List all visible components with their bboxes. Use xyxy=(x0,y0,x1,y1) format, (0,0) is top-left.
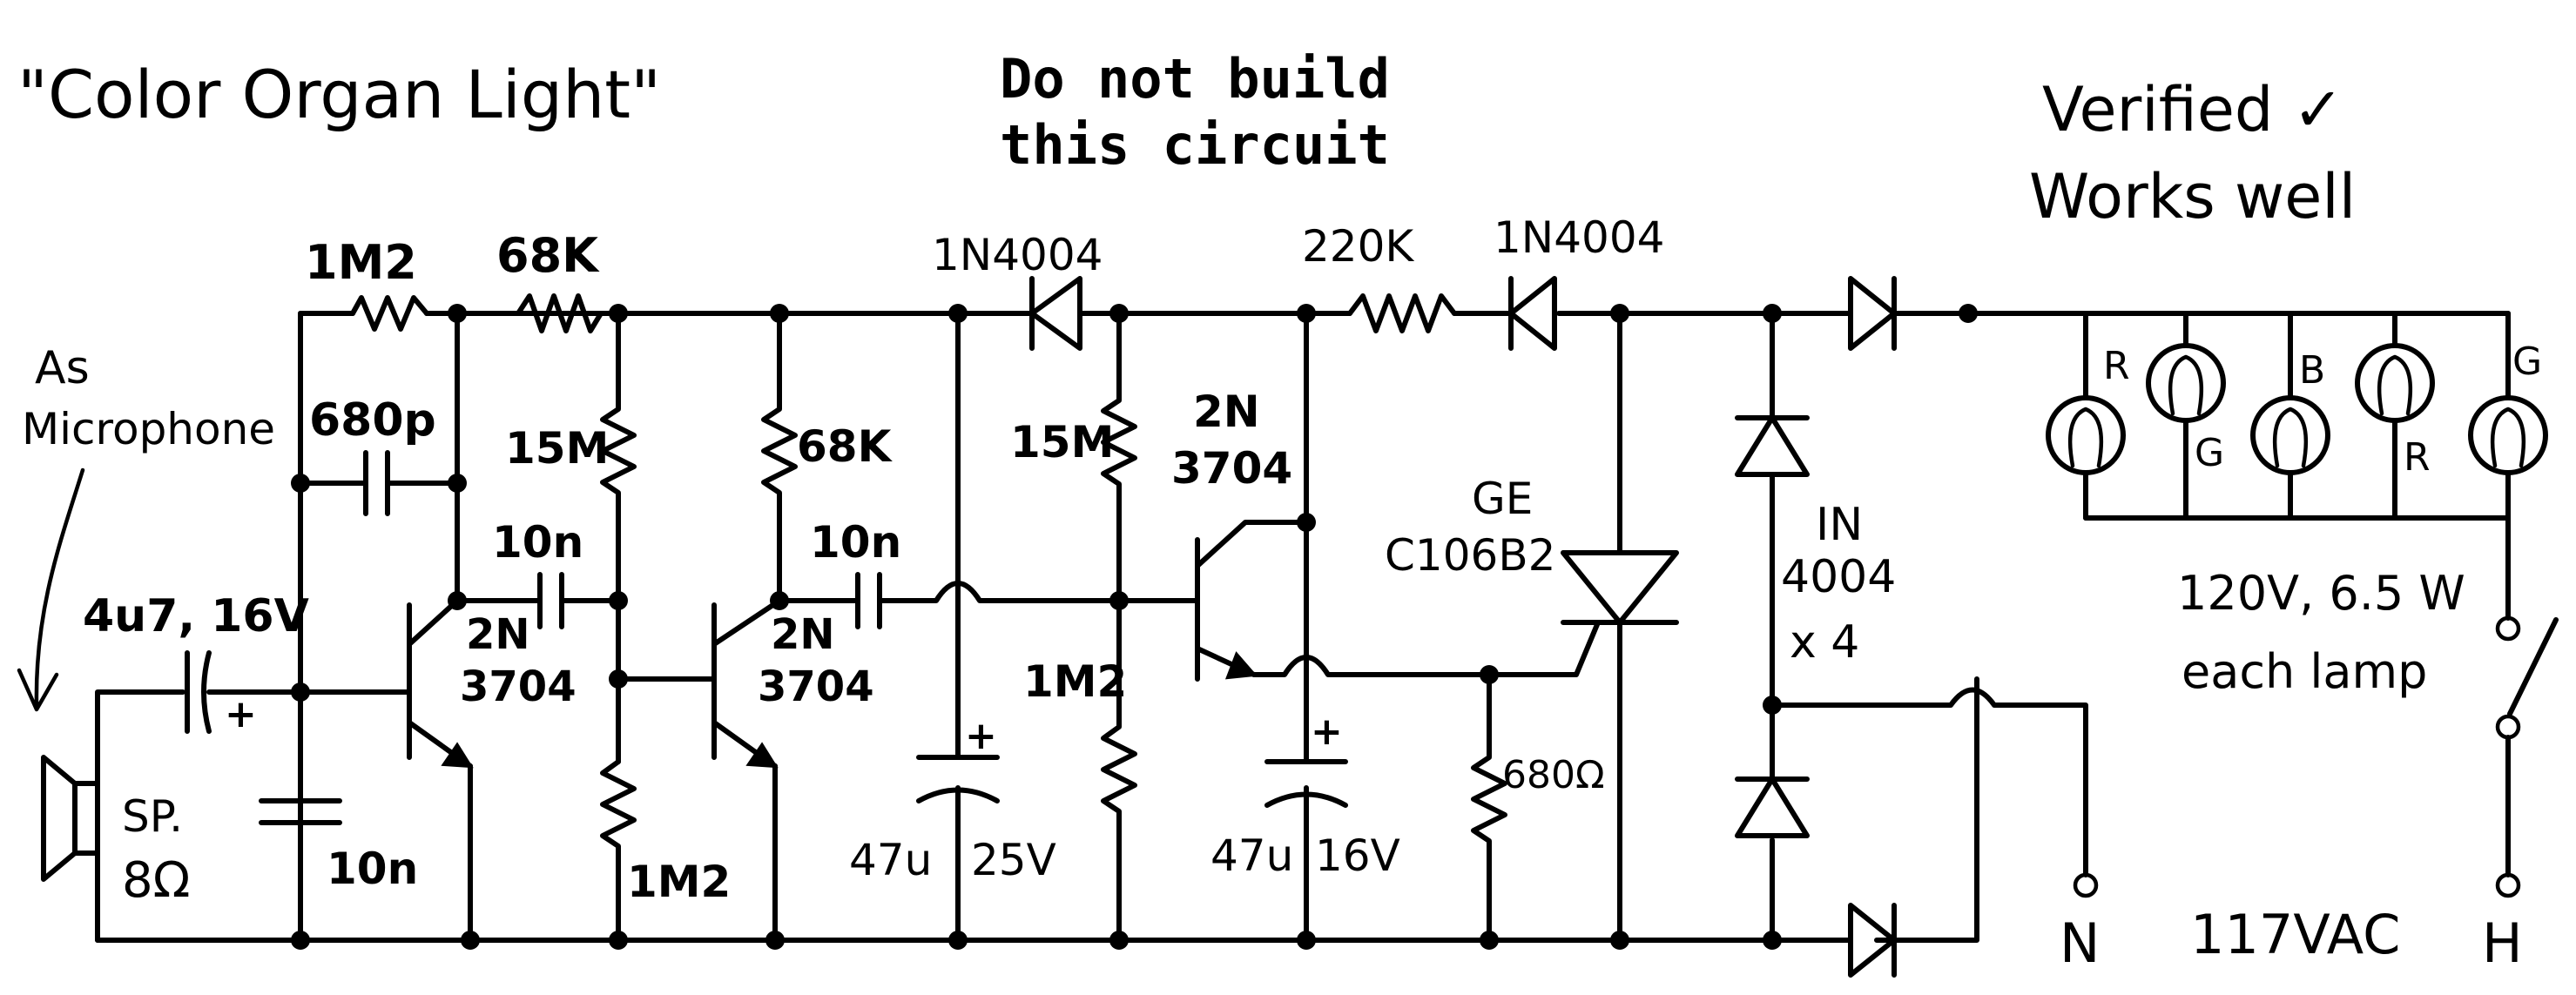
label-diode-1n4004-b: 1N4004 xyxy=(1494,212,1664,263)
label-lamp-r2: R xyxy=(2404,435,2431,480)
label-mains-n: N xyxy=(2060,911,2100,975)
ground-rail xyxy=(95,676,1979,943)
label-lamp-rating-1: 120V, 6.5 W xyxy=(2177,566,2465,621)
capacitor-47u-a xyxy=(916,755,1000,803)
label-capacitor-10n-a: 10n xyxy=(492,517,583,568)
speaker-symbol xyxy=(41,755,100,882)
label-lamp-r1: R xyxy=(2103,344,2130,388)
label-q2-b: 3704 xyxy=(758,662,874,711)
resistor-15m-b xyxy=(1101,311,1137,603)
label-diode-1n4004-a: 1N4004 xyxy=(932,230,1103,280)
lamp-b xyxy=(2250,311,2330,521)
label-capacitor-25v: 25V xyxy=(971,835,1056,885)
label-mains-voltage: 117VAC xyxy=(2190,903,2400,966)
lamp-g1 xyxy=(2146,311,2226,521)
label-resistor-15m-a: 15M xyxy=(505,423,609,474)
lamp-g2 xyxy=(2468,311,2548,521)
diagram-title: "Color Organ Light" xyxy=(17,56,661,133)
lamp-r1 xyxy=(2046,311,2126,521)
label-bridge-1: IN xyxy=(1816,499,1863,551)
label-mic-2: Microphone xyxy=(22,404,275,454)
label-input-cap-plus: + xyxy=(225,692,257,736)
transistor-q1 xyxy=(298,598,474,943)
label-capacitor-47u-a-plus: + xyxy=(965,714,997,758)
speaker-wire xyxy=(95,689,185,943)
lamp-r2 xyxy=(2355,311,2435,521)
diode-1n4004-a xyxy=(1016,276,1113,351)
label-q2-a: 2N xyxy=(771,610,835,659)
label-bridge-2: 4004 xyxy=(1781,551,1896,603)
verified-note-line-1: Verified ✓ xyxy=(2042,74,2343,145)
capacitor-10n-b xyxy=(777,572,1126,629)
resistor-220k xyxy=(1347,293,1457,333)
label-mic-1: As xyxy=(35,342,90,394)
warning-line-2: this circuit xyxy=(1000,113,1390,177)
label-scr-part: C106B2 xyxy=(1385,530,1555,581)
label-q1-b: 3704 xyxy=(460,662,577,711)
resistor-68k-b xyxy=(761,311,798,603)
label-q3-a: 2N xyxy=(1193,387,1260,437)
label-q1-a: 2N xyxy=(466,610,530,659)
label-lamp-rating-2: each lamp xyxy=(2182,644,2427,699)
label-lamp-b: B xyxy=(2299,348,2325,393)
transistor-q2 xyxy=(711,598,782,943)
resistor-68k-a xyxy=(516,293,604,333)
label-resistor-1m2-b: 1M2 xyxy=(627,857,731,907)
warning-line-1: Do not build xyxy=(1000,47,1390,111)
bridge-diode-top-right xyxy=(1831,276,1971,351)
label-capacitor-680p: 680p xyxy=(309,394,436,447)
label-capacitor-10n-ground: 10n xyxy=(327,844,418,894)
input-capacitor-4u7 xyxy=(185,650,303,734)
label-bridge-3: x 4 xyxy=(1790,616,1859,669)
label-lamp-g2: G xyxy=(2512,340,2542,384)
bridge-diode-left-top xyxy=(1735,415,1810,477)
bridge-diode-left-bottom xyxy=(1735,777,1810,838)
label-resistor-220k: 220K xyxy=(1302,221,1414,272)
label-resistor-1m2-c: 1M2 xyxy=(1023,656,1127,707)
label-scr-ge: GE xyxy=(1472,474,1533,524)
label-speaker-1: SP. xyxy=(122,791,183,842)
label-capacitor-47u-a: 47u xyxy=(849,835,932,885)
resistor-1m2-feedback xyxy=(350,295,429,332)
microphone-arrow xyxy=(17,467,85,712)
resistor-15m-a xyxy=(600,311,637,603)
label-capacitor-47u-b: 47u xyxy=(1210,830,1293,881)
label-resistor-680: 680Ω xyxy=(1502,753,1605,797)
resistor-1m2-bias xyxy=(600,759,637,943)
label-q3-b: 3704 xyxy=(1171,443,1292,494)
bridge-diode-bottom-right xyxy=(1770,903,1897,978)
label-resistor-68k-a: 68K xyxy=(496,228,600,283)
label-lamp-g1: G xyxy=(2195,431,2224,475)
resistor-680 xyxy=(1471,672,1507,943)
diode-1n4004-b xyxy=(1508,276,1557,351)
resistor-1m2-c xyxy=(1101,598,1137,943)
label-capacitor-47u-b-plus: + xyxy=(1311,709,1343,754)
label-resistor-68k-b: 68K xyxy=(797,421,894,472)
scr-c106b2 xyxy=(1487,550,1679,677)
capacitor-47u-b xyxy=(1264,759,1348,808)
power-switch xyxy=(2495,615,2559,740)
label-mains-h: H xyxy=(2482,911,2523,975)
capacitor-10n-a xyxy=(455,572,621,629)
label-resistor-15m-b: 15M xyxy=(1010,417,1114,467)
capacitor-680p xyxy=(298,450,460,516)
verified-note-line-2: Works well xyxy=(2029,161,2356,232)
label-input-cap: 4u7, 16V xyxy=(83,590,309,642)
label-speaker-2: 8Ω xyxy=(122,852,190,909)
label-capacitor-16v: 16V xyxy=(1315,830,1400,881)
label-capacitor-10n-b: 10n xyxy=(810,517,901,568)
label-resistor-1m2-a: 1M2 xyxy=(305,235,417,290)
